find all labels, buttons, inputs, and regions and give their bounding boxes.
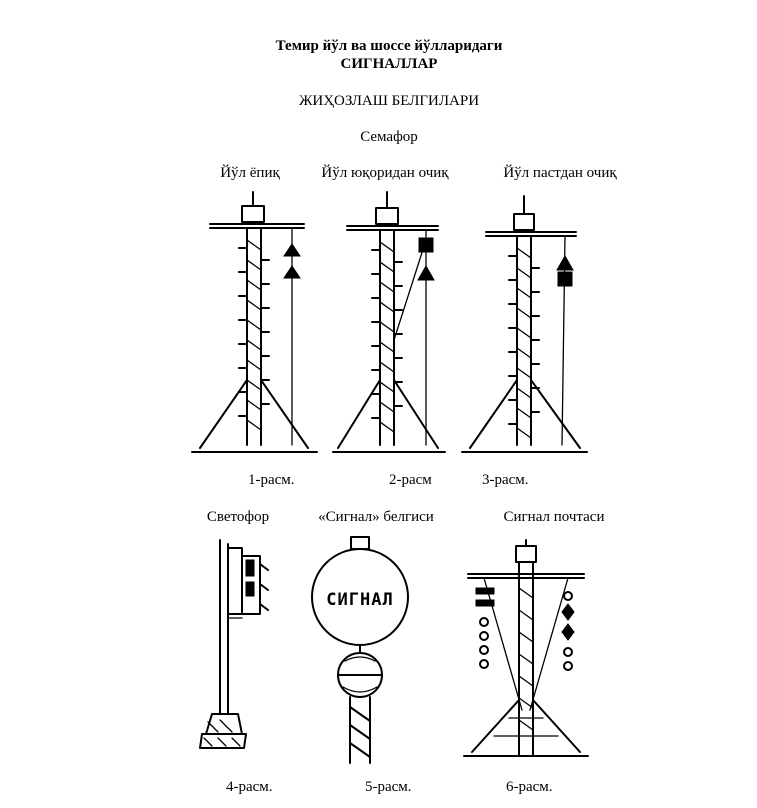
semaphore-open-top-drawing bbox=[332, 191, 446, 453]
caption-signal-post: Сигнал почтаси bbox=[503, 509, 605, 525]
caption-open-from-top: Йўл юқоридан очиқ bbox=[321, 165, 449, 181]
caption-open-from-bottom: Йўл пастдан очиқ bbox=[503, 165, 617, 181]
page-title-line1: Темир йўл ва шоссе йўлларидаги bbox=[275, 38, 503, 54]
caption-signal-sign: «Сигнал» белгиси bbox=[318, 509, 434, 525]
traffic-light-drawing bbox=[199, 539, 269, 749]
figure-label-4: 4-расм. bbox=[226, 779, 273, 795]
signal-sign-text: СИГНАЛ bbox=[326, 590, 393, 610]
figure-label-5: 5-расм. bbox=[365, 779, 412, 795]
page-title-line2: СИГНАЛЛАР bbox=[340, 56, 438, 72]
figure-label-2: 2-расм bbox=[389, 472, 432, 488]
signal-sign-drawing: СИГНАЛ bbox=[311, 536, 409, 764]
semaphore-open-bottom-drawing bbox=[461, 195, 588, 453]
caption-road-closed: Йўл ёпиқ bbox=[220, 165, 280, 181]
caption-traffic-light: Светофор bbox=[206, 509, 270, 525]
signal-post-drawing bbox=[463, 539, 589, 757]
figure-label-6: 6-расм. bbox=[506, 779, 553, 795]
section-heading: Семафор bbox=[360, 129, 418, 145]
figure-label-3: 3-расм. bbox=[482, 472, 529, 488]
semaphore-closed-drawing bbox=[191, 191, 318, 453]
page-subtitle: ЖИҲОЗЛАШ БЕЛГИЛАРИ bbox=[298, 93, 480, 109]
figure-label-1: 1-расм. bbox=[248, 472, 295, 488]
